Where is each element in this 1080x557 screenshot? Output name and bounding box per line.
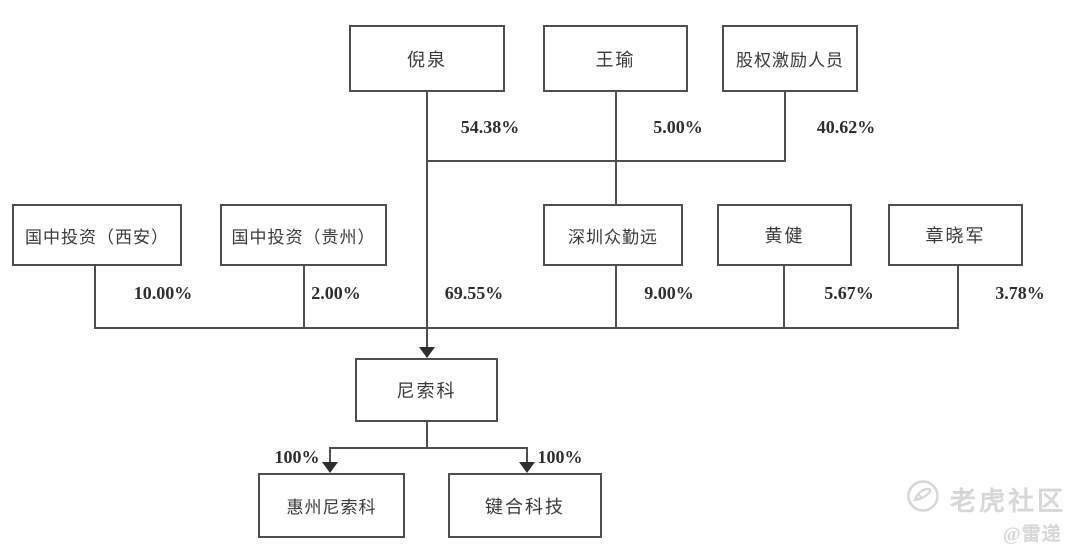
connector-line (303, 266, 305, 329)
connector-line (957, 266, 959, 329)
connector-line (94, 327, 959, 329)
ownership-label-guozhong-guizhou: 2.00% (311, 283, 361, 303)
connector-line (426, 422, 428, 449)
entity-box-incentive-staff: 股权激励人员 (722, 25, 858, 92)
entity-box-zhang-xiaojun: 章晓军 (888, 204, 1023, 266)
ownership-label-jianhe: 100% (537, 447, 583, 467)
connector-line (783, 266, 785, 329)
ownership-label-ni-quan-direct: 69.55% (444, 283, 504, 303)
connector-line (94, 266, 96, 329)
ownership-label-ni-quan: 54.38% (460, 117, 520, 137)
ownership-label-guozhong-xian: 10.00% (133, 283, 193, 303)
entity-box-ni-quan: 倪泉 (349, 25, 505, 92)
entity-box-guozhong-guizhou: 国中投资（贵州） (220, 204, 387, 266)
arrow-down-icon (322, 462, 338, 473)
entity-box-guozhong-xian: 国中投资（西安） (12, 204, 182, 266)
connector-line (426, 160, 786, 162)
connector-line (329, 447, 528, 449)
ownership-label-huang-jian: 5.67% (824, 283, 874, 303)
arrow-down-icon (419, 347, 435, 358)
tiger-community-logo-icon (906, 479, 940, 518)
ownership-label-huizhou: 100% (274, 447, 320, 467)
watermark-brand-text: 老虎社区 (950, 487, 1067, 516)
entity-box-huang-jian: 黄健 (717, 204, 852, 266)
connector-line (526, 447, 528, 464)
subsidiary-box-jianhe-keji: 键合科技 (448, 473, 602, 538)
entity-box-shenzhen-zhongqinyuan: 深圳众勤远 (543, 204, 683, 266)
connector-line (329, 447, 331, 464)
connector-line (615, 266, 617, 329)
company-box-nisuoke: 尼索科 (355, 358, 498, 422)
ownership-label-incentive-staff: 40.62% (816, 117, 876, 137)
watermark-author-text: @雷递 (1003, 524, 1062, 545)
subsidiary-box-huizhou-nisuoke: 惠州尼索科 (258, 473, 405, 538)
connector-line (426, 92, 428, 349)
ownership-label-zhang-xiaojun: 3.78% (995, 283, 1045, 303)
connector-line (615, 92, 617, 204)
connector-line (784, 92, 786, 162)
ownership-label-zhongqinyuan: 9.00% (644, 283, 694, 303)
entity-box-wang-yu: 王瑜 (543, 25, 688, 92)
arrow-down-icon (519, 462, 535, 473)
ownership-label-wang-yu: 5.00% (653, 117, 703, 137)
